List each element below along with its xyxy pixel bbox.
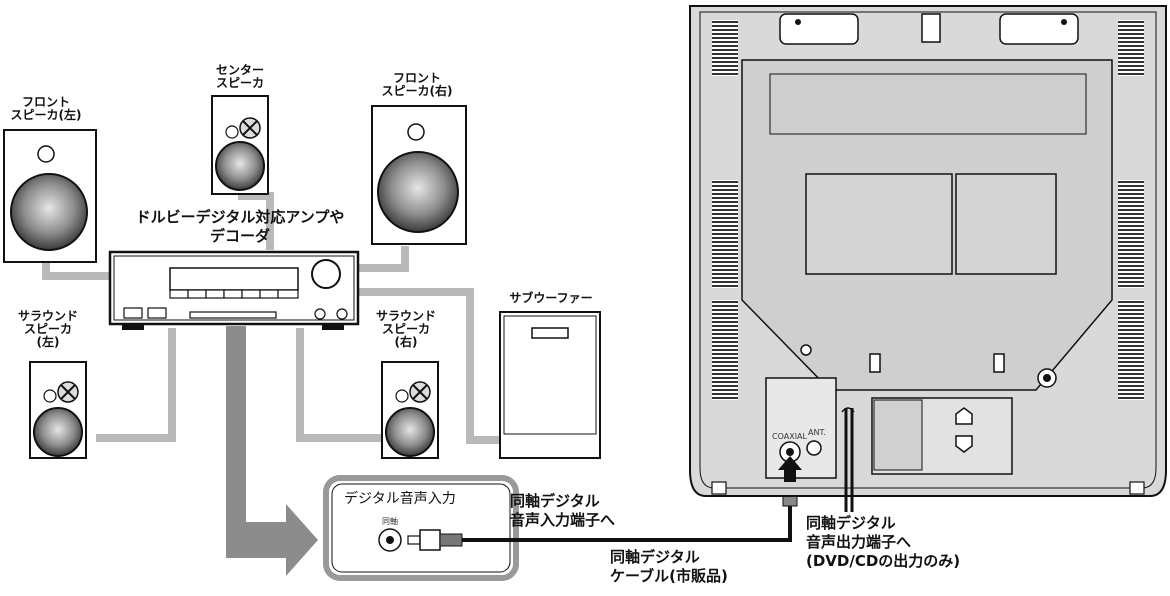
label-tv-ant: ANT. (808, 428, 826, 437)
label-surround-right: サラウンド スピーカ (右) (375, 309, 436, 349)
arrow-amp-to-input (226, 326, 318, 576)
front-right-speaker (371, 105, 467, 245)
label-coax-output-terminal: 同軸デジタル 音声出力端子へ (DVD/CDの出力のみ) (806, 514, 961, 570)
label-surround-left: サラウンド スピーカ (左) (17, 309, 78, 349)
label-front-left: フロント スピーカ(左) (10, 95, 82, 122)
tv-bottom-cable (841, 407, 855, 512)
amplifier (108, 250, 360, 330)
front-left-speaker (3, 129, 97, 263)
center-speaker (211, 95, 269, 195)
label-subwoofer: サブウーファー (509, 291, 593, 305)
subwoofer (499, 311, 601, 459)
label-tv-coaxial: COAXIAL (772, 432, 807, 441)
label-coax-cable: 同軸デジタル ケーブル(市販品) (610, 548, 728, 585)
surround-left-speaker (29, 361, 87, 459)
coaxial-cable (462, 504, 792, 542)
label-amplifier: ドルビーデジタル対応アンプや デコーダ (135, 208, 345, 245)
speaker-cables (42, 192, 502, 444)
digital-input-box (323, 475, 519, 581)
label-digital-input: デジタル音声入力 (344, 491, 456, 507)
label-front-right: フロント スピーカ(右) (381, 71, 453, 98)
label-center: センター スピーカ (215, 63, 264, 90)
label-coax-input-terminal: 同軸デジタル 音声入力端子へ (510, 492, 616, 529)
surround-right-speaker (381, 361, 439, 459)
coaxial-pointer-arrow (778, 456, 802, 482)
tv-rear-panel (689, 5, 1167, 497)
label-coax-small: 同軸 (382, 517, 398, 526)
